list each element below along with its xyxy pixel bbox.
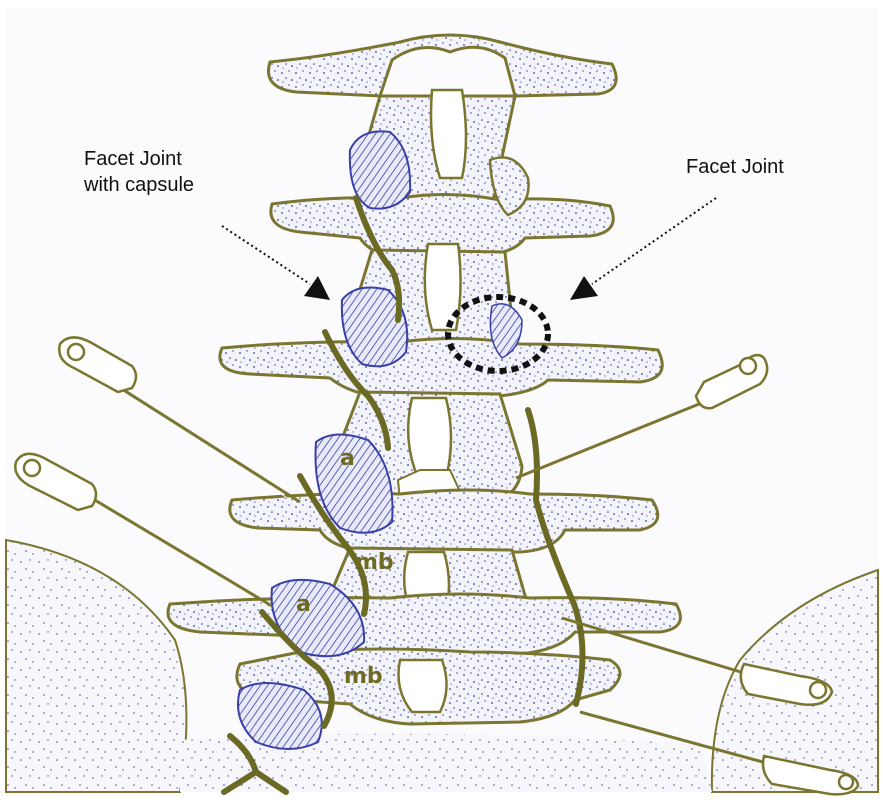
mark-mb-lower: mb (344, 664, 383, 689)
label-right-text: Facet Joint (686, 154, 846, 180)
label-left-line1: Facet Joint (84, 146, 264, 172)
mark-mb-upper: mb (355, 550, 394, 575)
mark-a-lower: a (296, 592, 311, 617)
label-left-line2: with capsule (84, 172, 264, 198)
label-facet-joint-with-capsule: Facet Joint with capsule (84, 146, 264, 198)
label-facet-joint: Facet Joint (686, 154, 846, 180)
mark-a-upper: a (340, 446, 355, 471)
